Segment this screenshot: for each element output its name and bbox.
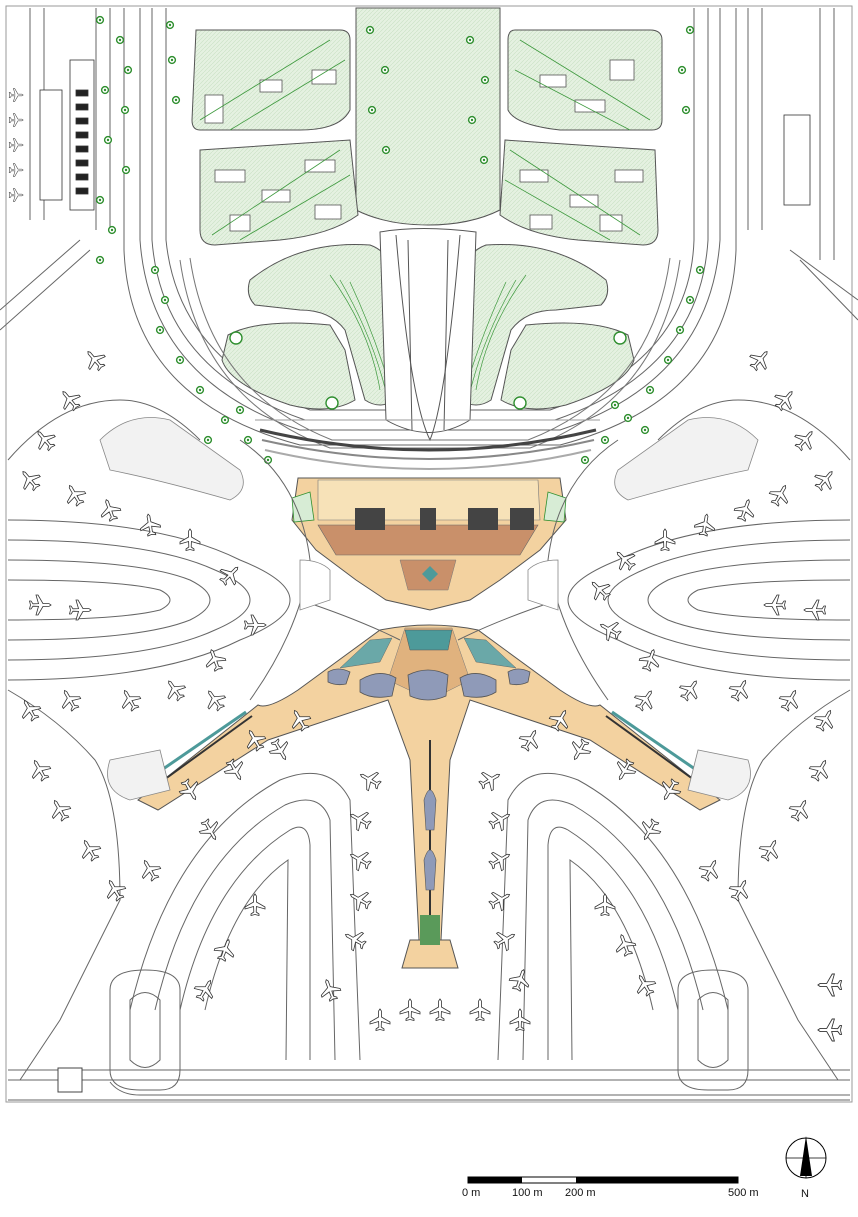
terminal-building [291, 477, 567, 611]
central-green-boulevard [355, 7, 501, 226]
landside-area [0, 8, 858, 446]
apron-stands [99, 417, 759, 801]
scale-label-100: 100 m [512, 1187, 543, 1199]
approach-ramps [179, 257, 681, 470]
utility-building [57, 1067, 83, 1093]
parking-lots-west [39, 59, 811, 211]
landside-green-blocks [191, 29, 663, 246]
forecourt-green-wedges [221, 243, 635, 410]
scale-label-500: 500 m [728, 1187, 759, 1199]
north-label: N [801, 1188, 809, 1200]
airside-taxiways [7, 399, 851, 1101]
scale-label-0: 0 m [462, 1187, 480, 1199]
forecourt-roads [379, 228, 477, 442]
north-arrow-icon: N [785, 1136, 827, 1200]
scale-bar: 0 m 100 m 200 m 500 m [462, 1176, 759, 1199]
terminal-concourses [137, 624, 721, 969]
scale-label-200: 200 m [565, 1187, 596, 1199]
